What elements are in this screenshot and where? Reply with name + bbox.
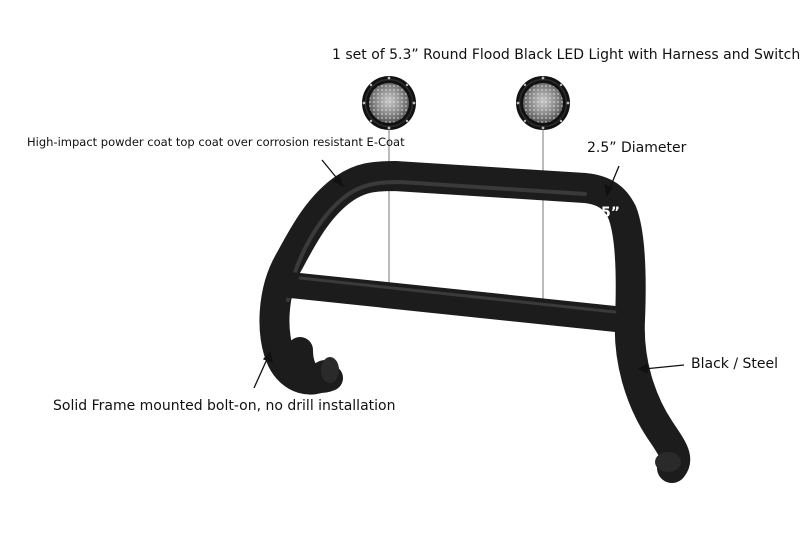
bull-bar	[259, 161, 691, 483]
lights-callout-label: 1 set of 5.3” Round Flood Black LED Ligh…	[332, 47, 800, 63]
coating-callout-label: High-impact powder coat top coat over co…	[27, 135, 405, 149]
on-bar-diameter-label: 2.5”	[586, 205, 621, 221]
mounting-callout-label: Solid Frame mounted bolt-on, no drill in…	[53, 398, 396, 414]
led-light-left	[362, 76, 416, 130]
led-light-right	[516, 76, 570, 130]
callout-arrows	[253, 159, 685, 389]
material-callout-label: Black / Steel	[691, 356, 778, 372]
diameter-callout-label: 2.5” Diameter	[587, 140, 687, 156]
